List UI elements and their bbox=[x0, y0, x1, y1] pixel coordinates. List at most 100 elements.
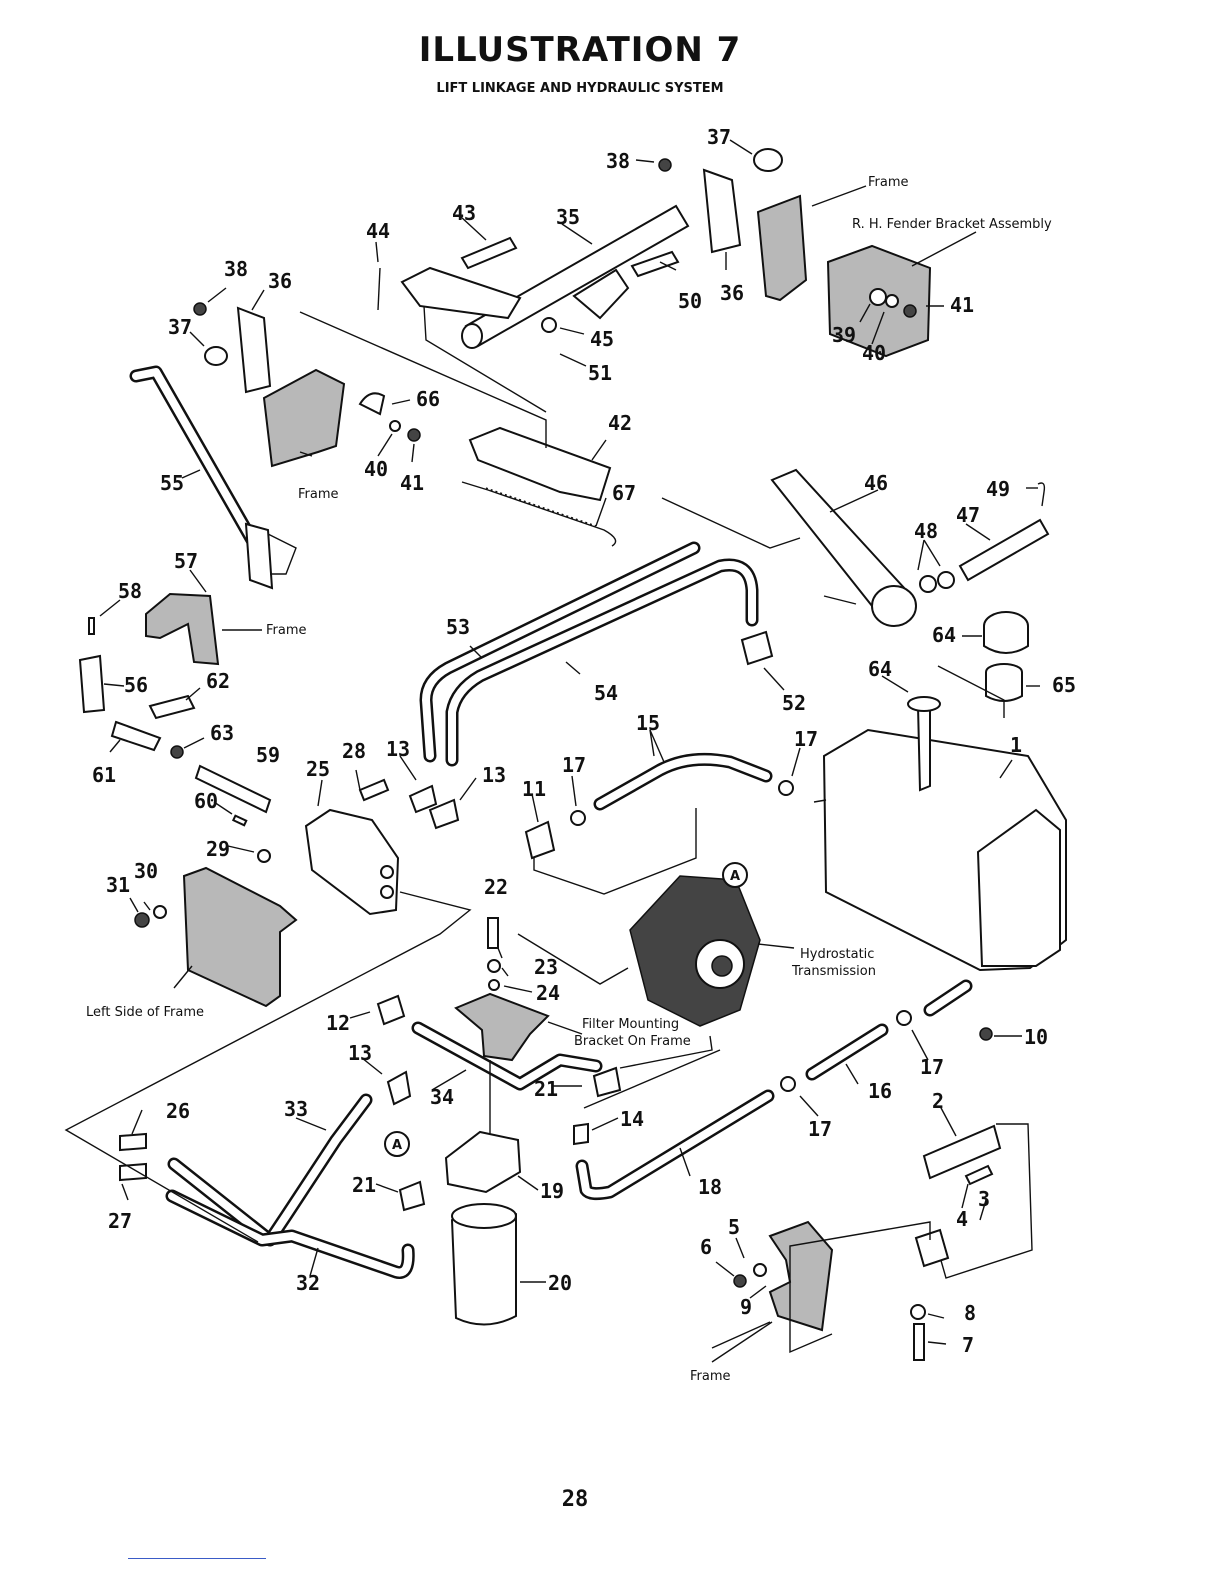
hose-tank-outlet-inner bbox=[926, 982, 970, 1014]
nut-40 bbox=[885, 294, 899, 308]
washer-40-left bbox=[389, 420, 401, 432]
callout-62: 62 bbox=[206, 669, 230, 693]
nut-41-left bbox=[407, 428, 421, 442]
hose-15-inner bbox=[596, 755, 770, 808]
pin-58 bbox=[88, 617, 95, 635]
footer-rule bbox=[128, 1558, 266, 1559]
callout-24: 24 bbox=[536, 981, 560, 1005]
lift-lever-inner bbox=[132, 368, 256, 544]
fitting-13a bbox=[408, 784, 438, 814]
left-side-frame bbox=[182, 866, 298, 1008]
pivot-plate-left bbox=[236, 306, 272, 394]
elbow-52 bbox=[740, 630, 774, 666]
callout-36-right: 36 bbox=[720, 281, 744, 305]
callout-59: 59 bbox=[256, 743, 280, 767]
callout-13-top-left: 13 bbox=[386, 737, 410, 761]
frame-bracket-left bbox=[262, 368, 346, 468]
label-frame-bracket: Frame bbox=[266, 623, 307, 638]
nut-31 bbox=[134, 912, 150, 928]
hydrostatic-transmission bbox=[629, 875, 761, 1027]
strap-bracket bbox=[914, 1228, 950, 1268]
callout-50: 50 bbox=[678, 289, 702, 313]
callout-64-left: 64 bbox=[868, 657, 892, 681]
callout-34: 34 bbox=[430, 1085, 454, 1109]
callout-52: 52 bbox=[782, 691, 806, 715]
callout-14: 14 bbox=[620, 1107, 644, 1131]
line-33 bbox=[167, 1093, 373, 1247]
callout-36-left: 36 bbox=[268, 269, 292, 293]
callout-37-top: 37 bbox=[707, 125, 731, 149]
callout-2: 2 bbox=[932, 1089, 944, 1113]
lever-bracket bbox=[244, 522, 274, 590]
callout-17-lower-right: 17 bbox=[920, 1055, 944, 1079]
callout-17-lower-left: 17 bbox=[808, 1117, 832, 1141]
valve-port-2 bbox=[380, 885, 394, 899]
rod-59 bbox=[194, 764, 272, 814]
washer-45 bbox=[541, 317, 557, 333]
callout-43: 43 bbox=[452, 201, 476, 225]
callout-60: 60 bbox=[194, 789, 218, 813]
bracket-2 bbox=[922, 1124, 1002, 1180]
callout-65: 65 bbox=[1052, 673, 1076, 697]
callout-35: 35 bbox=[556, 205, 580, 229]
fitting-12 bbox=[376, 994, 406, 1026]
bolt-7 bbox=[913, 1323, 925, 1361]
lift-plate bbox=[468, 426, 612, 502]
line-32-inner bbox=[168, 1192, 413, 1277]
callout-28: 28 bbox=[342, 739, 366, 763]
callout-18: 18 bbox=[698, 1175, 722, 1199]
callout-7: 7 bbox=[962, 1333, 974, 1357]
washer-23 bbox=[487, 959, 501, 973]
bolt-4 bbox=[964, 1164, 994, 1186]
callout-1: 1 bbox=[1010, 733, 1022, 757]
filter-mounting-bracket bbox=[454, 992, 550, 1062]
text-labels: Frame R. H. Fender Bracket Assembly Fram… bbox=[86, 175, 1052, 1384]
ref-a-circle-bottom bbox=[384, 1131, 410, 1157]
seal-65-body bbox=[985, 672, 1023, 702]
cotter-49 bbox=[1037, 482, 1046, 507]
callout-66: 66 bbox=[416, 387, 440, 411]
callout-55: 55 bbox=[160, 471, 184, 495]
callout-51: 51 bbox=[588, 361, 612, 385]
valve-port-1 bbox=[380, 865, 394, 879]
callout-9: 9 bbox=[740, 1295, 752, 1319]
page-number: 28 bbox=[561, 1487, 589, 1512]
cap-64-body bbox=[983, 626, 1029, 654]
callout-47: 47 bbox=[956, 503, 980, 527]
callout-37-left: 37 bbox=[168, 315, 192, 339]
label-ref-a-top: A bbox=[730, 869, 740, 884]
clamp-17b bbox=[778, 780, 794, 796]
callout-54: 54 bbox=[594, 681, 618, 705]
spring-coils bbox=[485, 487, 597, 527]
callout-30: 30 bbox=[134, 859, 158, 883]
elbow-11 bbox=[524, 820, 556, 860]
label-rh-fender-bracket: R. H. Fender Bracket Assembly bbox=[852, 217, 1052, 232]
drain-plug-10 bbox=[979, 1027, 993, 1041]
callout-4: 4 bbox=[956, 1207, 968, 1231]
nut-41-right bbox=[903, 304, 917, 318]
callout-3: 3 bbox=[978, 1187, 990, 1211]
lift-arm-bracket bbox=[572, 268, 630, 320]
callout-17-upper-right: 17 bbox=[794, 727, 818, 751]
frame-bracket-bottom bbox=[768, 1220, 834, 1332]
label-frame-top: Frame bbox=[868, 175, 909, 190]
callout-42: 42 bbox=[608, 411, 632, 435]
strap-3 bbox=[937, 1123, 1033, 1279]
control-valve bbox=[304, 808, 400, 916]
callout-61: 61 bbox=[92, 763, 116, 787]
fender-bracket-upper bbox=[756, 194, 808, 302]
callout-49: 49 bbox=[986, 477, 1010, 501]
callout-17-upper-left: 17 bbox=[562, 753, 586, 777]
line-54-inner bbox=[448, 561, 756, 764]
callout-8: 8 bbox=[964, 1301, 976, 1325]
label-hydrostatic: Hydrostatic bbox=[800, 947, 874, 962]
spring-67 bbox=[461, 481, 617, 547]
callout-27: 27 bbox=[108, 1209, 132, 1233]
fitting-13b bbox=[428, 798, 460, 830]
callout-11: 11 bbox=[522, 777, 546, 801]
label-frame-left: Frame bbox=[298, 487, 339, 502]
callout-39: 39 bbox=[832, 323, 856, 347]
fitting-21a bbox=[592, 1066, 622, 1098]
washer-29 bbox=[257, 849, 271, 863]
nut-6 bbox=[733, 1274, 747, 1288]
